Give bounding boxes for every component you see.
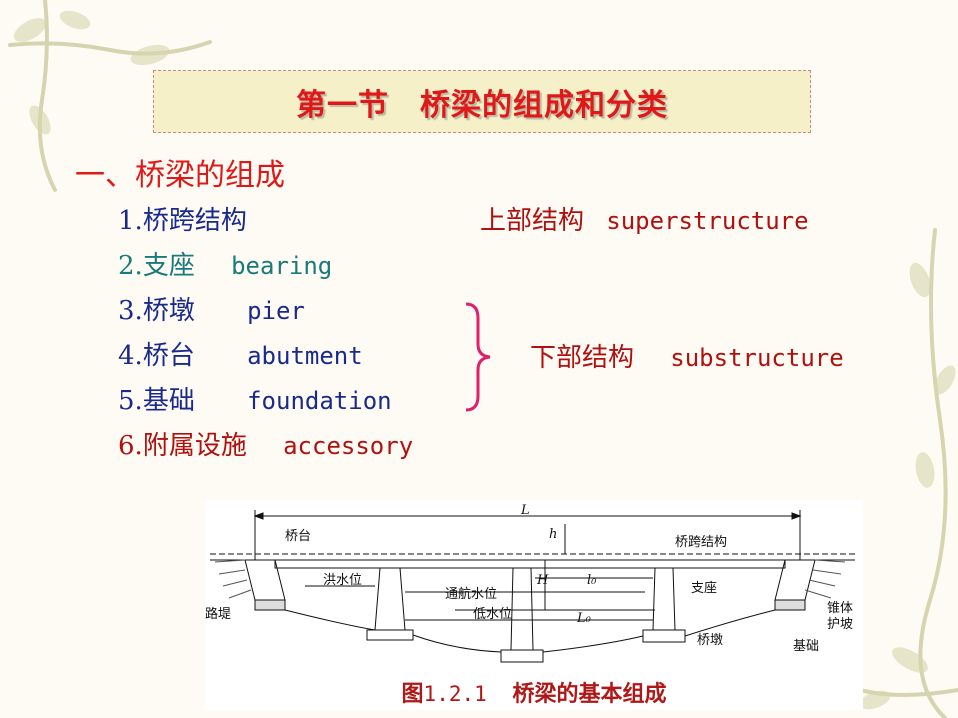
label-low-level: 低水位 — [473, 607, 512, 622]
item-zh: 桥台 — [142, 341, 195, 371]
figure-caption: 图1.2.1 桥梁的基本组成 — [205, 676, 863, 708]
substructure-label: 下部结构 substructure — [530, 337, 844, 374]
item-en: foundation — [247, 387, 392, 415]
label-cone-slope-1: 锥体 — [827, 601, 853, 616]
item-zh: 桥墩 — [142, 296, 195, 326]
item-number: 1. — [118, 206, 143, 236]
item-zh: 基础 — [142, 386, 195, 416]
section-heading: 一、桥梁的组成 — [75, 158, 285, 193]
bridge-diagram: 桥台 桥跨结构 洪水位 通航水位 低水位 支座 路堤 锥体 护坡 桥墩 基础 L… — [205, 500, 863, 710]
item-zh: 附属设施 — [142, 431, 247, 461]
label-span-structure: 桥跨结构 — [675, 535, 727, 550]
label-abutment: 桥台 — [285, 529, 311, 544]
caption-number: 1.2.1 — [423, 682, 487, 706]
label-dim-h: h — [549, 527, 557, 542]
item-en: accessory — [283, 432, 414, 460]
item-number: 2. — [118, 251, 143, 281]
item-en: bearing — [231, 252, 333, 280]
list-item-bearing: 2.支座 bearing — [118, 245, 332, 282]
superstructure-zh: 上部结构 — [480, 206, 585, 236]
caption-text: 桥梁的基本组成 — [512, 682, 667, 707]
item-number: 6. — [118, 431, 143, 461]
superstructure-en: superstructure — [606, 207, 809, 235]
bridge-diagram-svg: 桥台 桥跨结构 洪水位 通航水位 低水位 支座 路堤 锥体 护坡 桥墩 基础 L… — [205, 503, 855, 663]
title-banner: 第一节 桥梁的组成和分类 — [153, 70, 811, 133]
item-en: pier — [247, 297, 305, 325]
list-item-abutment: 4.桥台 abutment — [118, 335, 363, 372]
item-number: 3. — [118, 296, 143, 326]
brace-icon — [465, 302, 491, 412]
label-embankment: 路堤 — [205, 606, 231, 622]
list-item-span-structure: 1.桥跨结构 — [118, 200, 247, 237]
label-dim-L0: L₀ — [576, 611, 592, 626]
item-en: abutment — [247, 342, 363, 370]
label-bearing: 支座 — [691, 581, 717, 596]
label-dim-l0: l₀ — [587, 573, 597, 588]
list-item-accessory: 6.附属设施 accessory — [118, 425, 413, 462]
item-number: 5. — [118, 386, 143, 416]
label-pier: 桥墩 — [697, 633, 723, 648]
list-item-foundation: 5.基础 foundation — [118, 380, 392, 417]
substructure-zh: 下部结构 — [530, 343, 635, 373]
item-number: 4. — [118, 341, 143, 371]
superstructure-label: 上部结构 superstructure — [480, 200, 809, 237]
item-zh: 支座 — [142, 251, 195, 281]
label-cone-slope-2: 护坡 — [827, 617, 853, 632]
substructure-en: substructure — [670, 344, 844, 372]
label-dim-L: L — [520, 503, 530, 518]
list-item-pier: 3.桥墩 pier — [118, 290, 305, 327]
caption-prefix: 图 — [401, 682, 424, 707]
item-zh: 桥跨结构 — [142, 206, 247, 236]
label-navigation-level: 通航水位 — [445, 586, 497, 602]
label-flood-level: 洪水位 — [323, 573, 362, 588]
page-title: 第一节 桥梁的组成和分类 — [296, 87, 668, 123]
label-foundation: 基础 — [793, 639, 819, 654]
label-dim-H: H — [536, 573, 549, 588]
